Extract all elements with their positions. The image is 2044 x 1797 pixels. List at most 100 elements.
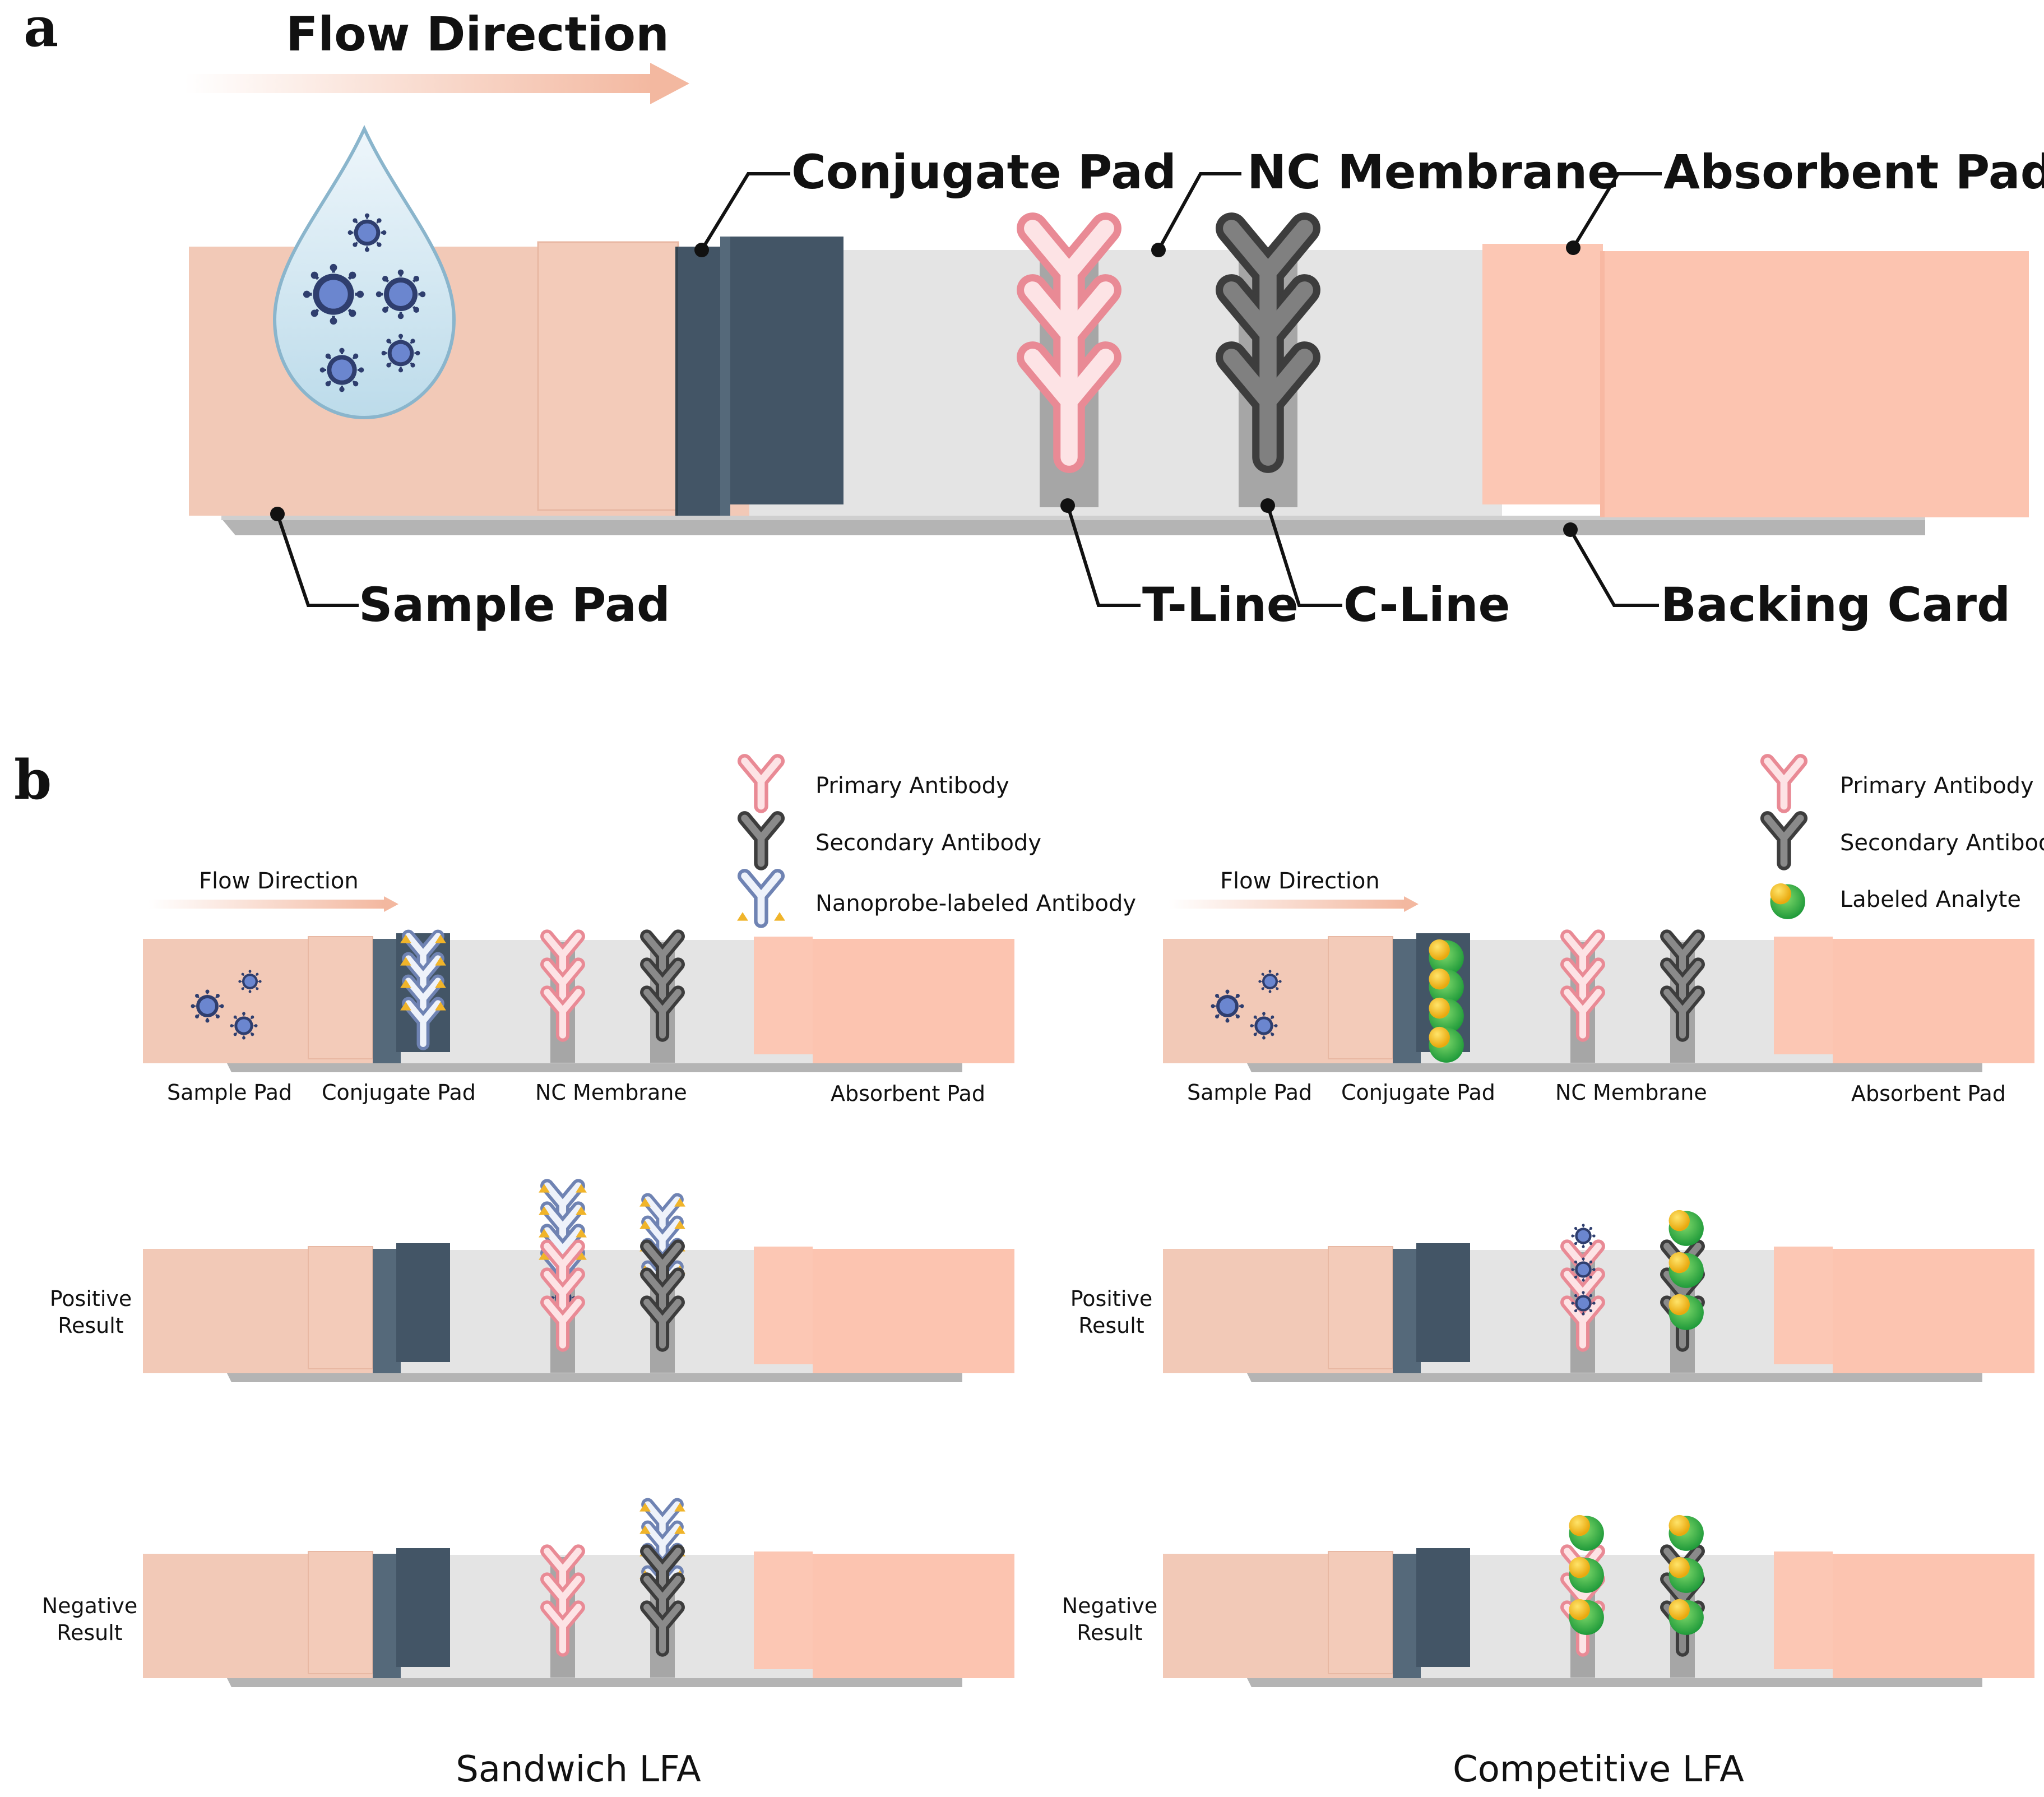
leader-lines <box>276 172 1662 607</box>
sample-pad-overlap <box>308 1246 373 1369</box>
sandwich-positive-line1: Positive <box>50 1286 132 1311</box>
labeled-analyte-icon <box>1668 1515 1704 1551</box>
sandwich-strip-negative <box>143 1503 1014 1687</box>
labeled-analyte-icon <box>1770 883 1805 919</box>
competitive-positive-line1: Positive <box>1070 1286 1153 1311</box>
sandwich-negative-line1: Negative <box>42 1594 138 1618</box>
flow-direction-label: Flow Direction <box>286 7 669 62</box>
absorbent-pad <box>1833 939 2034 1063</box>
panel-a-letter: a <box>24 0 58 59</box>
c-line-label: C-Line <box>1343 577 1510 632</box>
absorbent-pad-label: Absorbent Pad <box>1663 145 2044 200</box>
sandwich-nc-membrane-label: NC Membrane <box>535 1080 687 1105</box>
conjugate-pad-edge <box>1393 939 1421 1063</box>
conjugate-pad <box>1416 1548 1470 1667</box>
conjugate-pad <box>726 237 843 504</box>
flow-arrow-head <box>1404 896 1419 912</box>
primary-antibody-icon <box>745 761 778 806</box>
secondary-antibody-icon <box>745 818 778 863</box>
sample-pad-overlap <box>308 1551 373 1674</box>
absorbent-pad-overlap <box>1774 937 1833 1054</box>
competitive-texts: Flow Direction Primary Antibody Secondar… <box>1062 773 2044 1790</box>
absorbent-pad-overlap <box>1774 1551 1833 1669</box>
competitive-negative-line2: Result <box>1077 1620 1142 1645</box>
competitive-absorbent-pad-label: Absorbent Pad <box>1851 1081 2006 1106</box>
panel-b-letter: b <box>14 748 52 812</box>
competitive-strip-positive <box>1163 1210 2034 1382</box>
backing-card <box>227 1678 962 1687</box>
flow-arrow <box>185 63 689 104</box>
absorbent-pad <box>1603 251 2029 517</box>
flow-arrow-shaft <box>149 900 384 909</box>
t-line-label: T-Line <box>1142 577 1299 632</box>
competitive-sample-pad-label: Sample Pad <box>1187 1080 1312 1105</box>
panel-a: a Flow Direction <box>24 0 2044 632</box>
sandwich-strip-positive <box>143 1184 1014 1382</box>
legend-secondary-label-2: Secondary Antibody <box>1840 830 2044 856</box>
competitive-strip-negative <box>1163 1515 2034 1687</box>
absorbent-pad <box>813 1249 1014 1373</box>
sandwich-texts: Flow Direction Primary Antibody Secondar… <box>42 773 1136 1790</box>
conjugate-pad <box>396 1243 450 1362</box>
legend-labeled-analyte-label: Labeled Analyte <box>1840 887 2021 913</box>
sandwich-flow-label: Flow Direction <box>199 868 359 894</box>
conjugate-pad-edge <box>373 1554 401 1678</box>
secondary-antibody-icon <box>1768 818 1801 863</box>
sandwich-negative-line2: Result <box>57 1620 122 1645</box>
sandwich-flow-arrow <box>149 896 398 912</box>
conjugate-pad-label: Conjugate Pad <box>791 145 1176 200</box>
backing-card <box>227 1373 962 1382</box>
sandwich-caption: Sandwich LFA <box>456 1749 701 1790</box>
absorbent-pad <box>813 939 1014 1063</box>
t-line <box>1032 228 1105 507</box>
conjugate-pad-edge <box>373 1249 401 1373</box>
absorbent-pad-overlap <box>1774 1247 1833 1364</box>
virus-icon <box>1570 1223 1596 1249</box>
labeled-analyte-icon <box>1668 1210 1704 1246</box>
strips <box>143 761 2034 1687</box>
sample-pad-label: Sample Pad <box>359 577 670 632</box>
absorbent-pad <box>813 1554 1014 1678</box>
sample-pad-overlap <box>1328 1551 1393 1674</box>
backing-card-label: Backing Card <box>1661 577 2010 632</box>
competitive-nc-membrane-label: NC Membrane <box>1555 1080 1707 1105</box>
primary-antibody-icon <box>1768 761 1801 806</box>
competitive-negative-line1: Negative <box>1062 1594 1158 1618</box>
backing-card <box>1247 1678 1982 1687</box>
nanoprobe-icon <box>774 912 785 921</box>
backing-card <box>1247 1373 1982 1382</box>
sample-pad-overlap <box>1328 936 1393 1059</box>
legend-nanoprobe-label: Nanoprobe-labeled Antibody <box>815 891 1136 916</box>
competitive-strip-initial <box>1163 933 2034 1072</box>
absorbent-pad-overlap <box>754 1247 813 1364</box>
competitive-conjugate-pad-label: Conjugate Pad <box>1341 1080 1495 1105</box>
backing-card <box>227 1063 962 1072</box>
sandwich-absorbent-pad-label: Absorbent Pad <box>831 1081 985 1106</box>
backing-card <box>1247 1063 1982 1072</box>
absorbent-pad-overlap <box>754 1551 813 1669</box>
legend-primary-label-2: Primary Antibody <box>1840 773 2034 799</box>
nanoprobe-icon <box>737 912 748 921</box>
sandwich-strip-initial <box>143 933 1014 1072</box>
competitive-flow-arrow <box>1169 896 1419 912</box>
c-line <box>1231 228 1304 507</box>
sandwich-positive-line2: Result <box>58 1313 123 1338</box>
competitive-positive-line2: Result <box>1078 1313 1144 1338</box>
nano-antibody-icon <box>745 876 778 921</box>
sample-pad-overlap <box>1328 1246 1393 1369</box>
sample-drop <box>272 124 456 420</box>
absorbent-pad-overlap <box>754 937 813 1054</box>
nc-membrane-label: NC Membrane <box>1247 145 1619 200</box>
competitive-flow-label: Flow Direction <box>1220 868 1380 894</box>
absorbent-pad <box>1833 1554 2034 1678</box>
legend-secondary-label: Secondary Antibody <box>815 830 1041 856</box>
sandwich-conjugate-pad-label: Conjugate Pad <box>322 1080 476 1105</box>
conjugate-pad-edge <box>1393 1554 1421 1678</box>
conjugate-pad-edge <box>373 939 401 1063</box>
competitive-caption: Competitive LFA <box>1453 1749 1744 1790</box>
conjugate-pad <box>1416 1243 1470 1362</box>
labeled-analyte-icon <box>1569 1515 1604 1551</box>
legend-primary-label: Primary Antibody <box>815 773 1009 799</box>
panel-b: b <box>14 748 52 812</box>
